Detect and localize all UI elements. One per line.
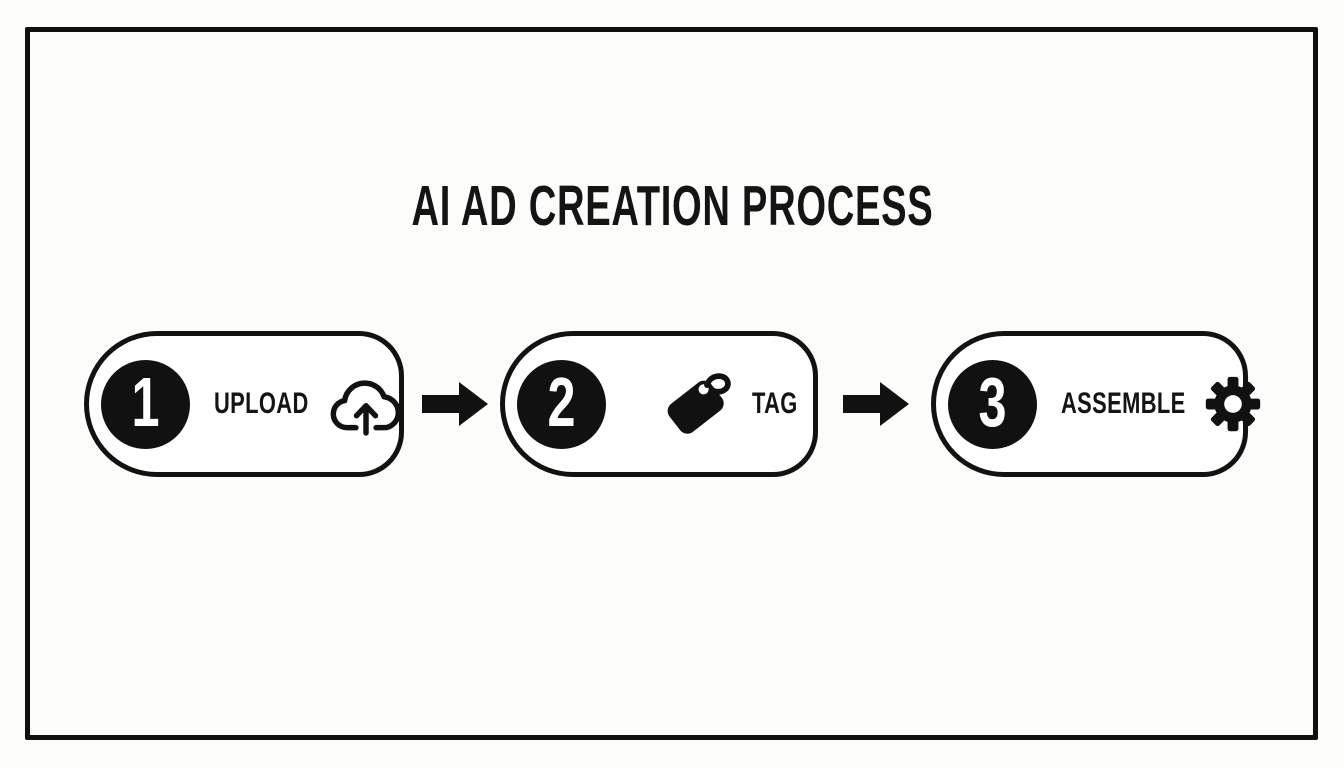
diagram-title: AI AD CREATION PROCESS <box>411 174 933 238</box>
step-1-label: UPLOAD <box>214 387 309 420</box>
step-1-pill: 1 UPLOAD <box>84 331 404 477</box>
tag-icon <box>667 373 731 434</box>
step-3-label: ASSEMBLE <box>1061 387 1186 420</box>
step-3-number: 3 <box>978 363 1007 441</box>
step-2-number: 2 <box>547 363 576 441</box>
gear-icon <box>1205 376 1260 432</box>
step-3-pill: 3 ASSEMBLE <box>931 331 1260 477</box>
step-1-number-badge: 1 <box>101 359 190 449</box>
arrow-right-icon <box>422 382 488 426</box>
step-1-number: 1 <box>131 363 160 441</box>
step-2-label: TAG <box>752 387 798 420</box>
cloud-upload-icon <box>330 379 401 436</box>
process-flow: 1 UPLOAD 2 TAG <box>84 331 1260 477</box>
outer-border-frame <box>25 27 1318 740</box>
step-3-number-badge: 3 <box>948 359 1037 449</box>
step-2-pill: 2 TAG <box>500 331 818 477</box>
title-container: AI AD CREATION PROCESS <box>0 178 1344 235</box>
step-2-number-badge: 2 <box>517 359 606 449</box>
arrow-right-icon <box>843 382 909 426</box>
